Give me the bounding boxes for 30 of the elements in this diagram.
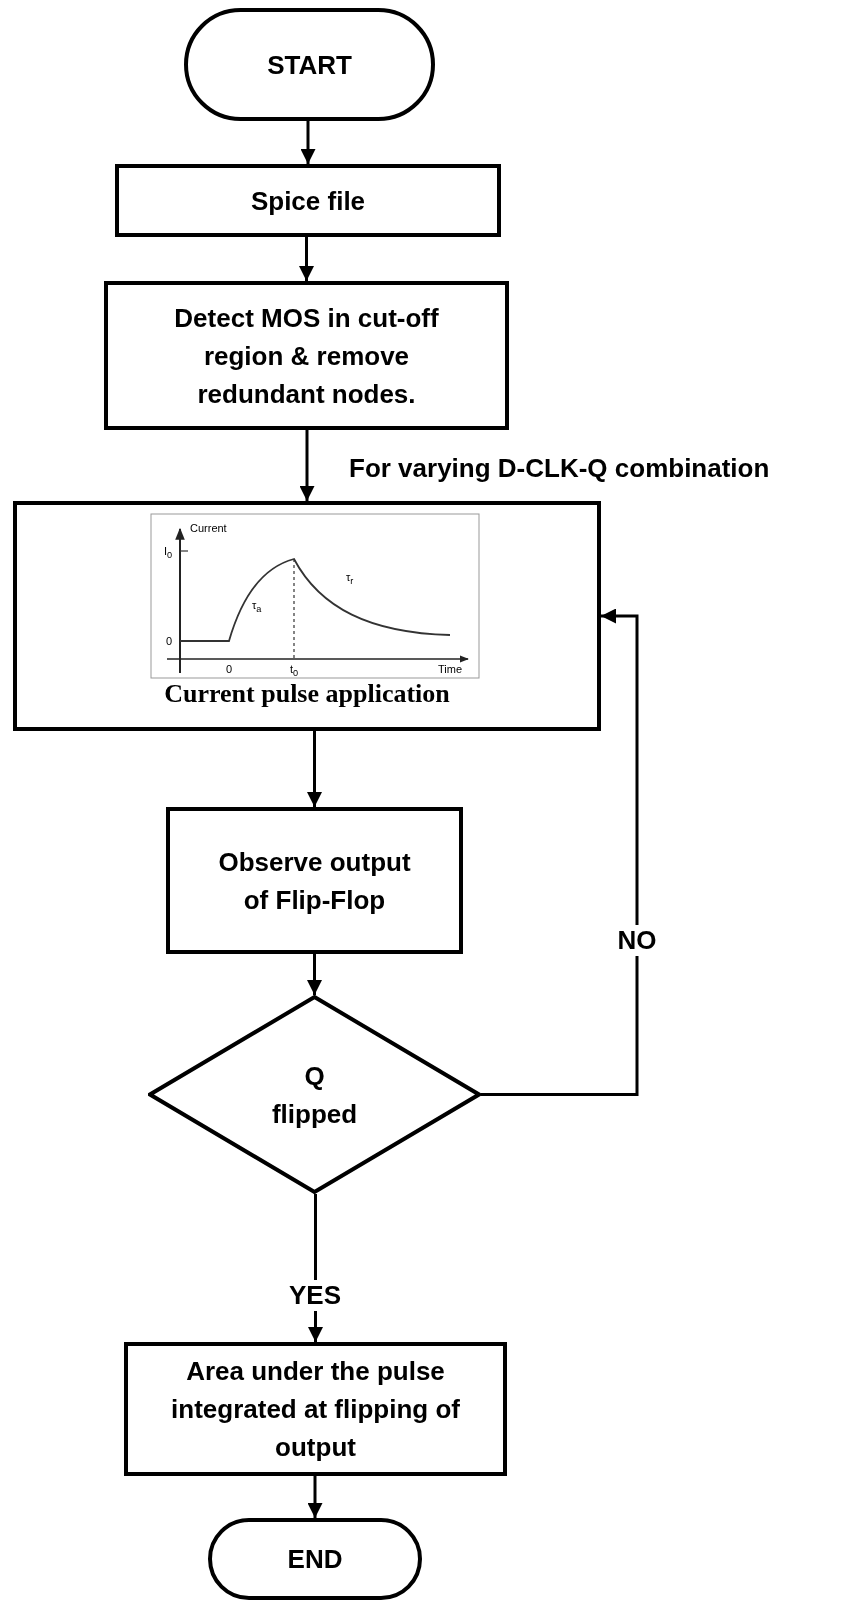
box-caption: Current pulse application [164,678,450,710]
arrow [481,608,639,1096]
process-box [166,807,463,954]
node-label: Detect MOS in cut-off region & remove redundant nodes. [173,301,440,411]
process-box [124,1342,507,1476]
axis-label: Time [438,663,463,675]
process-box [104,281,509,430]
arrow [307,1476,323,1518]
process-box [115,164,501,237]
node-label: Area under the pulse integrated at flipping of output [170,1355,461,1464]
node-label: Observe output of Flip-Flop [217,845,412,917]
axis-label: Current [190,522,227,534]
node-label: END [287,1543,343,1576]
curve-label: τ$_{a}$ [252,599,262,616]
arrow [299,430,315,501]
node-label: START [267,48,352,82]
process-box [13,501,601,731]
curve-label: τ$_{r}$ [346,571,354,588]
tick-label: 0 [226,663,233,675]
tick-label: 0 [166,635,173,647]
arrow [300,121,316,164]
edge-label: YES [286,1280,344,1311]
arrow [299,237,314,281]
tick-label: I$_{0}$ [164,545,173,562]
arrow [307,954,322,995]
arrow [307,731,322,807]
node-label: Q flipped [270,1059,359,1131]
decision-diamond [148,995,481,1194]
node-label: Spice file [250,184,366,218]
tick-label: t$_{0}$ [290,663,299,680]
